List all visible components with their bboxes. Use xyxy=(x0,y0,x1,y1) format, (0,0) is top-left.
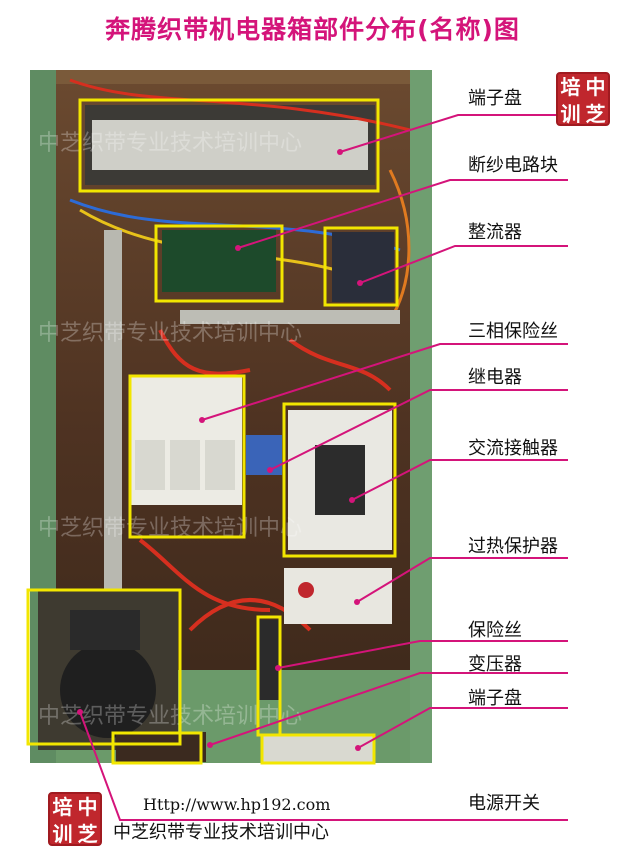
organization-name: 中芝织带专业技术培训中心 xyxy=(113,822,329,843)
page-title: 奔腾织带机电器箱部件分布(名称)图 xyxy=(105,15,520,44)
website-url[interactable]: Http://www.hp192.com xyxy=(143,795,331,814)
seal-logo-top: 培中 训芝 xyxy=(556,72,610,126)
label-ac-contactor: 交流接触器 xyxy=(468,438,558,459)
label-power-switch: 电源开关 xyxy=(468,793,540,814)
label-yarn-break-circuit: 断纱电路块 xyxy=(468,155,558,176)
label-thermal-protector: 过热保护器 xyxy=(468,536,558,557)
seal-logo-bottom: 培中 训芝 xyxy=(48,792,102,846)
label-terminal-board-top: 端子盘 xyxy=(468,88,522,109)
terminal-screws xyxy=(92,120,368,170)
cabinet-photo: 中芝织带专业技术培训中心 中芝织带专业技术培训中心 中芝织带专业技术培训中心 中… xyxy=(30,70,432,763)
label-rectifier: 整流器 xyxy=(468,222,522,243)
label-three-phase-fuse: 三相保险丝 xyxy=(468,321,558,342)
cabinet-illustration xyxy=(30,70,432,763)
label-transformer: 变压器 xyxy=(468,654,522,675)
label-terminal-board-bottom: 端子盘 xyxy=(468,688,522,709)
label-fuse: 保险丝 xyxy=(468,620,522,641)
label-relay: 继电器 xyxy=(468,367,522,388)
